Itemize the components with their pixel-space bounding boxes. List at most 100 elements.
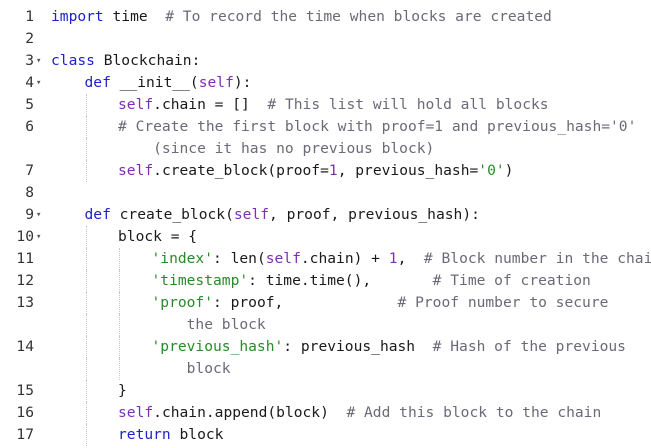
code-token: '0' [478, 162, 505, 179]
indent-guide [119, 270, 120, 292]
code-token: self [118, 162, 154, 179]
code-line[interactable]: 2 [0, 28, 651, 50]
indent-guide [119, 248, 120, 270]
code-text: def __init__(self): [85, 72, 252, 94]
code-token: time [103, 8, 166, 25]
line-number: 9 [25, 206, 34, 223]
line-number: 10 [16, 228, 34, 245]
indent-guide [119, 336, 120, 358]
indent-guide [85, 358, 87, 380]
code-line[interactable]: 11 'index': len(self.chain) + 1, # Block … [0, 248, 651, 270]
code-line[interactable]: 13'proof': proof, # Proof number to secu… [0, 292, 651, 314]
line-number: 1 [25, 8, 34, 25]
code-token: # Time of creation [432, 272, 591, 289]
code-line[interactable]: 17 return block [0, 424, 651, 446]
code-line[interactable]: (since it has no previous block) [0, 138, 651, 160]
code-token: ) [504, 162, 514, 179]
fold-chevron-icon[interactable]: ▾ [36, 232, 42, 242]
code-token: , proof, previous_hash): [269, 206, 480, 223]
fold-chevron-icon[interactable]: ▾ [36, 78, 42, 88]
code-token: self [233, 206, 270, 223]
indent-guide [119, 314, 120, 336]
code-token: def [84, 74, 111, 91]
code-token: create_block( [110, 206, 234, 223]
line-number: 3 [25, 52, 34, 69]
code-line[interactable]: 8 [0, 182, 651, 204]
code-token: 'previous_hash' [151, 338, 284, 355]
line-number: 2 [25, 30, 34, 47]
code-token: : time.time(), [248, 272, 433, 289]
code-line[interactable]: 4▾ def __init__(self): [0, 72, 651, 94]
code-line[interactable]: 9▾ def create_block(self, proof, previous… [0, 204, 651, 226]
indent-guide [85, 402, 87, 424]
code-text: 'proof': proof, # Proof number to secure [152, 292, 609, 314]
line-number: 4 [25, 74, 34, 91]
code-token: 'index' [151, 250, 214, 267]
code-token: return [118, 426, 171, 443]
code-token: 'proof' [151, 294, 214, 311]
indent-guide [85, 226, 87, 248]
indent-guide [85, 314, 87, 336]
line-number: 11 [16, 250, 34, 267]
code-line[interactable]: 14 'previous_hash': previous_hash # Hash … [0, 336, 651, 358]
wrapped-code-text: (since it has no previous block) [118, 138, 434, 160]
code-text: class Blockchain: [51, 50, 200, 72]
code-text: 'timestamp': time.time(), # Time of crea… [152, 270, 591, 292]
code-line[interactable]: 6 # Create the first block with proof=1 a… [0, 116, 651, 138]
code-token: # Block number in the chain [423, 250, 651, 267]
code-text: block = { [118, 226, 197, 248]
code-token: # To record the time when blocks are cre… [165, 8, 552, 25]
code-text: self.create_block(proof=1, previous_hash… [118, 160, 513, 182]
code-token: block [151, 360, 231, 377]
code-token: : len( [213, 250, 266, 267]
code-line[interactable]: 1 import time # To record the time when b… [0, 6, 651, 28]
code-text: self.chain.append(block) # Add this bloc… [118, 402, 601, 424]
code-token: .chain) + [300, 250, 389, 267]
code-token: ): [233, 74, 252, 91]
code-token: self [118, 96, 154, 113]
line-number: 6 [25, 118, 34, 135]
wrapped-code-text: the block [152, 314, 266, 336]
code-token: # Proof number to secure [397, 294, 609, 311]
indent-guide [85, 116, 87, 138]
line-number: 8 [25, 184, 34, 201]
code-text: return block [118, 424, 223, 446]
fold-chevron-icon[interactable]: ▾ [36, 210, 42, 220]
line-number: 15 [16, 382, 34, 399]
code-line[interactable]: 12 'timestamp': time.time(), # Time of cr… [0, 270, 651, 292]
code-line[interactable]: 3▾ class Blockchain: [0, 50, 651, 72]
code-text: 'index': len(self.chain) + 1, # Block nu… [152, 248, 651, 270]
indent-guide [85, 248, 87, 270]
code-token: self [118, 404, 154, 421]
code-token: import [51, 8, 104, 25]
code-token: # This list will hold all blocks [267, 96, 549, 113]
code-line[interactable]: block [0, 358, 651, 380]
code-token: # Create the first block with proof=1 an… [118, 118, 637, 135]
code-token: : previous_hash [283, 338, 433, 355]
indent-guide [85, 94, 87, 116]
code-token: .chain = [] [153, 96, 268, 113]
indent-guide [85, 138, 87, 160]
code-line[interactable]: 10▾ block = { [0, 226, 651, 248]
line-number: 17 [16, 426, 34, 443]
code-token: self [265, 250, 301, 267]
line-number: 12 [16, 272, 34, 289]
code-token: def [84, 206, 111, 223]
code-token: # Add this block to the chain [346, 404, 602, 421]
indent-guide [85, 160, 87, 182]
code-token: , previous_hash= [337, 162, 479, 179]
code-token: __init__( [110, 74, 199, 91]
code-text: def create_block(self, proof, previous_h… [85, 204, 480, 226]
fold-chevron-icon[interactable]: ▾ [36, 56, 42, 66]
code-line[interactable]: the block [0, 314, 651, 336]
code-line[interactable]: 15} [0, 380, 651, 402]
line-number: 14 [16, 338, 34, 355]
indent-guide [85, 424, 87, 446]
code-token: self [198, 74, 234, 91]
code-text: self.chain = [] # This list will hold al… [118, 94, 549, 116]
code-text: 'previous_hash': previous_hash # Hash of… [152, 336, 626, 358]
